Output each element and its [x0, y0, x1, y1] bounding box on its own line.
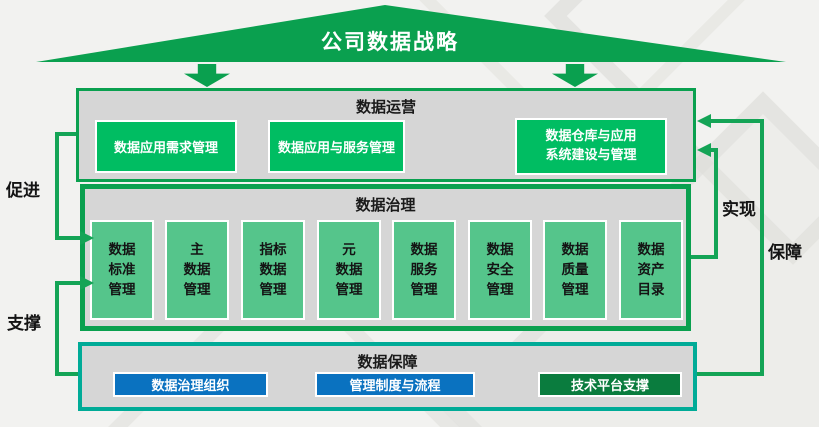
- governance-box-data-catalog: 数据 资产 目录: [619, 220, 683, 320]
- operations-box-services: 数据应用与服务管理: [268, 120, 405, 173]
- connector-safeguard-arrow: [697, 114, 764, 376]
- box-line: 数据: [637, 241, 665, 258]
- governance-panel: 数据治理 数据 标准 管理 主 数据 管理 指标 数据 管理 元 数据 管理 数…: [80, 184, 691, 331]
- assurance-panel: 数据保障 数据治理组织 管理制度与流程 技术平台支撑: [78, 342, 697, 411]
- box-line: 安全: [486, 261, 514, 278]
- governance-box-data-services: 数据 服务 管理: [392, 220, 456, 320]
- operations-box-warehouse-line1: 数据仓库与应用: [545, 128, 637, 144]
- label-promote: 促进: [6, 181, 40, 201]
- box-line: 数据: [335, 261, 363, 278]
- governance-box-data-security: 数据 安全 管理: [468, 220, 532, 320]
- label-safeguard: 保障: [768, 243, 802, 263]
- assurance-box-platform: 技术平台支撑: [538, 372, 682, 397]
- box-line: 管理: [259, 282, 287, 299]
- operations-box-warehouse-line2: 系统建设与管理: [545, 147, 637, 163]
- box-line: 管理: [108, 282, 136, 299]
- box-line: 数据: [486, 241, 514, 258]
- box-line: 管理: [410, 282, 438, 299]
- box-line: 数据: [410, 241, 438, 258]
- box-line: 资产: [637, 261, 665, 278]
- governance-box-metadata: 元 数据 管理: [317, 220, 381, 320]
- operations-box-warehouse: 数据仓库与应用 系统建设与管理: [515, 118, 667, 175]
- box-line: 质量: [561, 261, 589, 278]
- operations-title: 数据运营: [355, 98, 416, 116]
- governance-box-master-data: 主 数据 管理: [165, 220, 229, 320]
- box-line: 管理: [335, 282, 363, 299]
- box-line: 目录: [637, 282, 665, 299]
- operations-panel: 数据运营 数据应用需求管理 数据应用与服务管理 数据仓库与应用 系统建设与管理: [76, 88, 696, 182]
- box-line: 标准: [108, 261, 136, 278]
- box-line: 管理: [183, 282, 211, 299]
- label-support: 支撑: [7, 314, 41, 334]
- box-line: 管理: [561, 282, 589, 299]
- assurance-box-organization: 数据治理组织: [113, 372, 268, 397]
- operations-box-requirements: 数据应用需求管理: [95, 120, 237, 173]
- strategy-title: 公司数据战略: [321, 30, 459, 54]
- governance-title: 数据治理: [355, 196, 416, 214]
- box-line: 服务: [410, 261, 438, 278]
- down-arrow-icon: [552, 64, 598, 87]
- box-line: 元: [342, 241, 356, 258]
- assurance-box-process: 管理制度与流程: [315, 372, 475, 397]
- box-line: 数据: [108, 241, 136, 258]
- box-line: 数据: [259, 261, 287, 278]
- governance-box-indicator-data: 指标 数据 管理: [241, 220, 305, 320]
- box-line: 管理: [486, 282, 514, 299]
- governance-box-data-quality: 数据 质量 管理: [543, 220, 607, 320]
- label-realize: 实现: [722, 200, 756, 220]
- strategy-roof-shape: [36, 5, 786, 62]
- box-line: 数据: [183, 261, 211, 278]
- box-line: 主: [190, 241, 204, 258]
- box-line: 指标: [259, 241, 287, 258]
- assurance-title: 数据保障: [357, 353, 418, 371]
- governance-box-standards: 数据 标准 管理: [90, 220, 154, 320]
- down-arrow-icon: [184, 64, 230, 87]
- box-line: 数据: [561, 241, 589, 258]
